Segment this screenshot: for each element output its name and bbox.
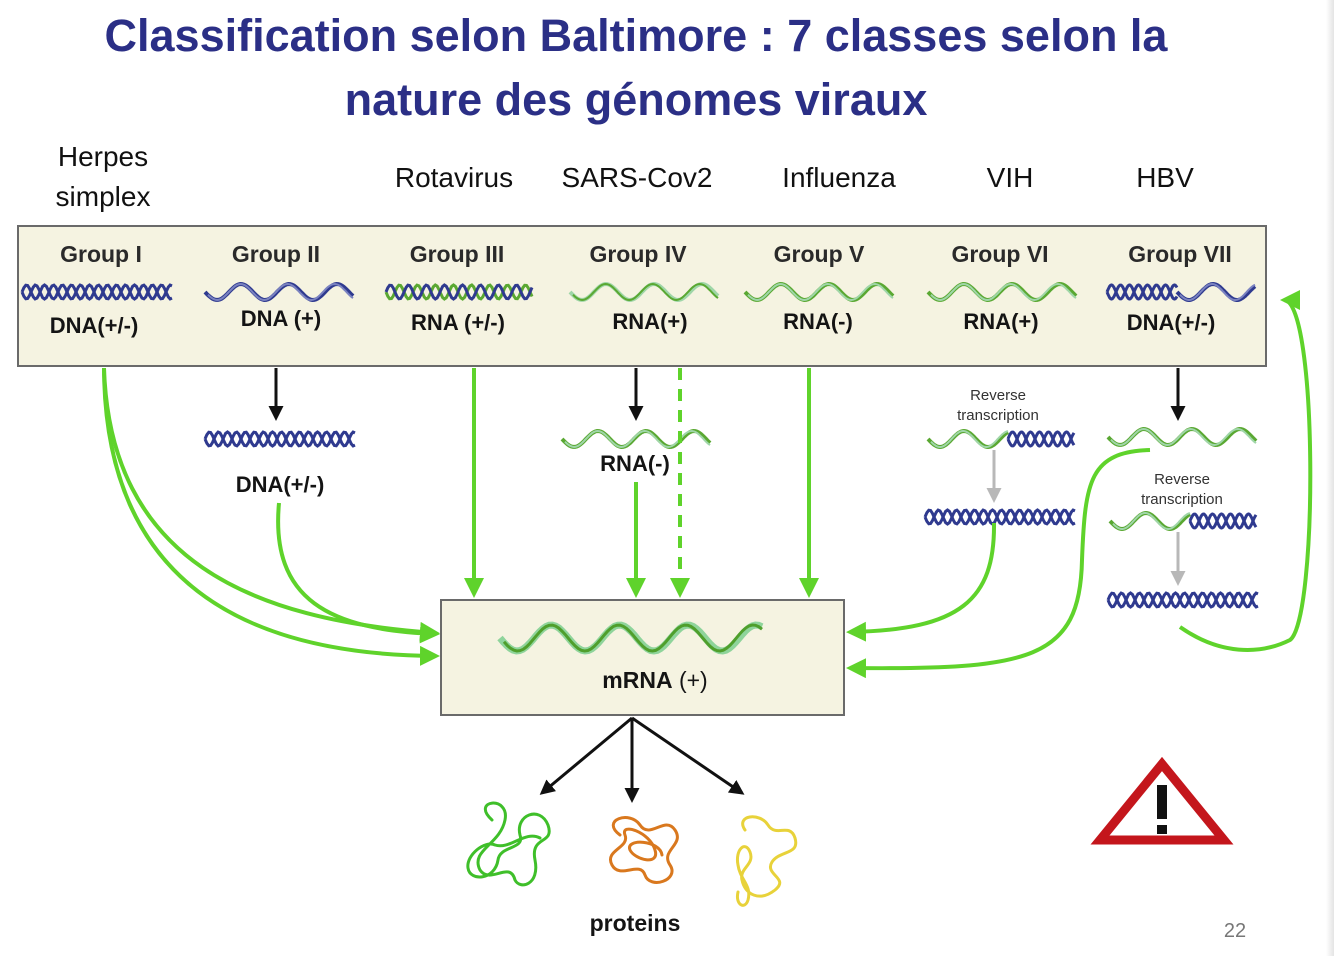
proteins-label: proteins [589, 910, 681, 936]
group-1-genome: DNA(+/-) [49, 313, 139, 338]
group-2-title: Group II [231, 241, 321, 267]
strand-group2-a [203, 281, 355, 303]
strand-group6-hybrid-dna-a [1006, 430, 1076, 448]
green-arrows [102, 290, 1313, 679]
group-5-title: Group V [773, 241, 865, 267]
strand-group4-b [572, 282, 719, 302]
arrow-group7-mrna [846, 448, 1151, 679]
group-5-genome: RNA(-) [783, 309, 853, 334]
group-7-title: Group VII [1128, 241, 1232, 267]
strand-group2-intermediate-a [203, 430, 356, 448]
virus-sars-cov2: SARS-Cov2 [561, 162, 713, 193]
strand-group7-ss-b [1179, 283, 1256, 301]
genome-strands [20, 281, 1259, 655]
strand-group7-hybrid-dna-b [1188, 512, 1258, 530]
strand-group7-ds-a [1105, 283, 1179, 301]
strand-group6-dna-a [923, 508, 1076, 526]
strand-group4-intermediate-a [560, 428, 712, 450]
protein-green-icon [466, 801, 551, 887]
strand-mrna-b [502, 623, 763, 653]
strand-group2-intermediate-b [203, 430, 356, 448]
strand-group6-dna-b [923, 508, 1076, 526]
strand-group3-a [384, 283, 534, 301]
arrow-group7-cycle [1178, 290, 1313, 652]
virus-rotavirus: Rotavirus [394, 162, 514, 193]
virus-influenza: Influenza [782, 162, 896, 193]
group-4-genome: RNA(+) [612, 309, 688, 334]
strand-mrna-a [497, 621, 764, 655]
group-1-title: Group I [60, 241, 142, 267]
group-4-intermediate-label: RNA(-) [600, 451, 670, 476]
virus-hbv: HBV [1136, 162, 1194, 193]
group-2-intermediate-label: DNA(+/-) [235, 472, 325, 497]
strand-group7-ds-b [1105, 283, 1179, 301]
group-7-genome: DNA(+/-) [1126, 310, 1216, 335]
reverse-transcription-arrows [986, 450, 1186, 586]
arrow-protein-right [631, 716, 745, 795]
protein-yellow-icon [735, 815, 798, 907]
page-number: 22 [1223, 920, 1247, 942]
strand-group6-hybrid-dna-b [1006, 430, 1076, 448]
strand-group3-b [384, 283, 534, 301]
group-6-genome: RNA(+) [963, 309, 1039, 334]
slide-title: Classification selon Baltimore : 7 class… [0, 4, 1272, 132]
strand-group1-b [20, 283, 173, 301]
strand-group7-ss-a [1175, 281, 1257, 302]
strand-group6-b [930, 282, 1077, 302]
strand-group6-a [926, 281, 1078, 303]
group-3-genome: RNA (+/-) [411, 310, 505, 335]
strand-group7-hybrid-rna-b [1112, 512, 1191, 530]
black-arrows [268, 368, 1186, 803]
arrow-group2-mrna [276, 502, 440, 644]
warning-icon [1090, 756, 1234, 845]
mrna-box [440, 599, 845, 716]
group-2-genome: DNA (+) [240, 306, 322, 331]
virus-vih: VIH [986, 162, 1034, 193]
group-6-title: Group VI [951, 241, 1049, 267]
slide-right-edge [1326, 0, 1334, 956]
group-4-title: Group IV [589, 241, 687, 267]
strand-group4-intermediate-b [564, 429, 711, 449]
strand-group7-rna-a [1106, 426, 1258, 448]
strand-group5-b [747, 282, 894, 302]
strand-group2-b [207, 282, 354, 302]
arrow-group6-mrna [846, 522, 997, 642]
strand-group7-rna-b [1110, 427, 1257, 447]
strand-group1-a [20, 283, 173, 301]
protein-orange-icon [609, 816, 679, 884]
strand-group4-a [568, 281, 720, 303]
strand-group6-hybrid-rna-b [930, 430, 1009, 448]
strand-group7-dna-a [1106, 591, 1259, 609]
arrow-group1-mrna-a [102, 367, 440, 642]
mrna-label: mRNA (+) [602, 667, 708, 693]
strand-group7-hybrid-dna-a [1188, 512, 1258, 530]
title-line-2: nature des génomes viraux [344, 74, 928, 125]
strand-group7-dna-b [1106, 591, 1259, 609]
arrow-protein-left [539, 716, 633, 795]
arrow-group1-mrna-b [102, 367, 440, 666]
proteins [466, 801, 798, 907]
group-3-title: Group III [409, 241, 505, 267]
title-line-1: Classification selon Baltimore : 7 class… [104, 10, 1168, 61]
strand-group5-a [743, 281, 895, 303]
